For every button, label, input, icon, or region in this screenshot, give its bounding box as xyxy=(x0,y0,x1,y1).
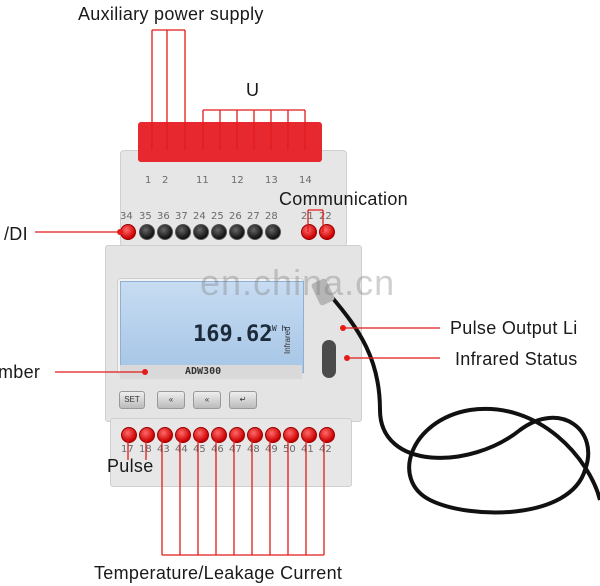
upper-terminal-number: 27 xyxy=(247,211,260,222)
lower-terminal-number: 41 xyxy=(301,444,314,455)
model-label: ADW300 xyxy=(185,366,222,377)
upper-terminal-number: 21 xyxy=(301,211,314,222)
label-infrared-status: Infrared Status xyxy=(455,349,578,369)
top-number: 13 xyxy=(265,175,278,186)
upper-terminal-number: 24 xyxy=(193,211,206,222)
label-aux-power: Auxiliary power supply xyxy=(78,4,264,24)
lower-terminal-number: 46 xyxy=(211,444,224,455)
lcd-reading: 169.62 xyxy=(193,322,273,347)
left-button[interactable]: « xyxy=(157,391,185,409)
label-pulse-output: Pulse Output Li xyxy=(450,318,578,338)
enter-button[interactable]: ↵ xyxy=(229,391,257,409)
upper-terminal-number: 35 xyxy=(139,211,152,222)
watermark: en.china.cn xyxy=(200,262,396,303)
top-number: 2 xyxy=(162,175,169,186)
upper-terminal-number: 37 xyxy=(175,211,188,222)
lower-terminal-number: 50 xyxy=(283,444,296,455)
label-di: /DI xyxy=(4,224,28,244)
lower-terminal-number: 44 xyxy=(175,444,188,455)
top-number: 12 xyxy=(231,175,244,186)
top-number: 14 xyxy=(299,175,312,186)
label-communication: Communication xyxy=(279,189,408,209)
set-button[interactable]: SET xyxy=(119,391,145,409)
label-temperature: Temperature/Leakage Current xyxy=(94,563,343,583)
upper-terminal-number: 22 xyxy=(319,211,332,222)
model-bar xyxy=(120,365,302,379)
infrared-window xyxy=(322,340,336,378)
lower-terminal-number: 18 xyxy=(139,444,152,455)
lcd-screen xyxy=(120,281,304,373)
label-pulse: Pulse xyxy=(107,456,154,476)
lower-terminal-number: 42 xyxy=(319,444,332,455)
upper-terminal-number: 36 xyxy=(157,211,170,222)
up-button[interactable]: « xyxy=(193,391,221,409)
top-number: 1 xyxy=(145,175,152,186)
lower-terminal-number: 43 xyxy=(157,444,170,455)
label-number: mber xyxy=(0,362,41,382)
label-u: U xyxy=(246,80,260,100)
lower-terminal-number: 17 xyxy=(121,444,134,455)
top-number: 11 xyxy=(196,175,209,186)
upper-terminal-number: 26 xyxy=(229,211,242,222)
lower-terminal-number: 45 xyxy=(193,444,206,455)
lower-terminal-number: 49 xyxy=(265,444,278,455)
lcd-unit: kW h xyxy=(267,324,287,333)
upper-terminal-number: 28 xyxy=(265,211,278,222)
lower-terminal-number: 48 xyxy=(247,444,260,455)
lower-terminal-number: 47 xyxy=(229,444,242,455)
infrared-label: Infrared xyxy=(283,326,292,354)
top-terminal-block xyxy=(138,122,322,162)
upper-terminal-number: 25 xyxy=(211,211,224,222)
upper-terminal-number: 34 xyxy=(120,211,133,222)
